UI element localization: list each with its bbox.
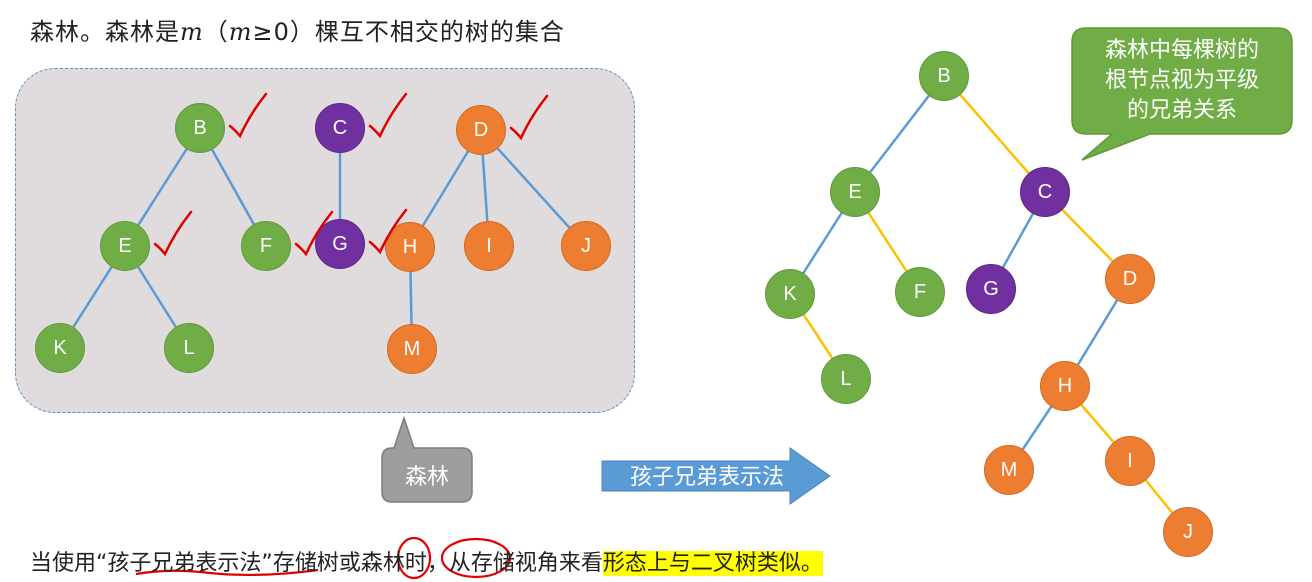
arrow-label: 孩子兄弟表示法 <box>629 465 784 490</box>
bottom-sentence: 当使用“孩子兄弟表示法”存储树或森林时，从存储视角来看形态上与二叉树类似。 <box>30 545 823 577</box>
forest-label: 森林 <box>404 465 449 490</box>
slide-title: 森林。森林是m（m≥0）棵互不相交的树的集合 <box>30 12 565 47</box>
bt-node-d: D <box>1105 254 1155 304</box>
callout-text: 森林中每棵树的 根节点视为平级 的兄弟关系 <box>1072 28 1292 134</box>
bt-node-e: E <box>830 167 880 217</box>
title-prefix: 森林。森林是 <box>30 18 180 46</box>
forest-node-m: M <box>387 324 437 374</box>
callout-line-1: 森林中每棵树的 <box>1104 38 1259 63</box>
forest-label-bubble <box>381 415 473 503</box>
bt-node-j: J <box>1163 507 1213 557</box>
bt-node-g: G <box>966 264 1016 314</box>
title-condition: ≥0 <box>252 18 290 46</box>
title-paren-open: （ <box>203 18 229 46</box>
callout-line-2: 根节点视为平级 <box>1104 68 1259 93</box>
title-suffix: 棵互不相交的树的集合 <box>314 18 565 46</box>
forest-node-j: J <box>561 221 611 271</box>
title-paren-close: ） <box>289 18 315 46</box>
forest-node-e: E <box>100 221 150 271</box>
bt-node-k: K <box>765 269 815 319</box>
forest-node-d: D <box>456 105 506 155</box>
bt-node-c: C <box>1020 167 1070 217</box>
callout-line-3: 的兄弟关系 <box>1126 98 1237 123</box>
bottom-part-1: 当使用“ <box>30 551 108 576</box>
bt-node-l: L <box>821 354 871 404</box>
title-m2: m <box>228 18 253 46</box>
forest-node-f: F <box>241 221 291 271</box>
forest-node-b: B <box>175 103 225 153</box>
forest-node-k: K <box>35 323 85 373</box>
bt-node-b: B <box>919 51 969 101</box>
transform-arrow <box>601 447 831 505</box>
title-m1: m <box>180 18 204 46</box>
bt-node-m: M <box>984 445 1034 495</box>
bottom-highlight: 形态上与二叉树类似。 <box>602 551 823 576</box>
bt-node-h: H <box>1040 361 1090 411</box>
bt-node-f: F <box>895 267 945 317</box>
forest-node-h: H <box>385 222 435 272</box>
forest-node-g: G <box>315 219 365 269</box>
forest-node-l: L <box>164 323 214 373</box>
forest-node-i: I <box>464 221 514 271</box>
bt-node-i: I <box>1105 436 1155 486</box>
forest-node-c: C <box>315 103 365 153</box>
bottom-part-3: ”存储树或森林时，从存储视角来看 <box>261 551 603 576</box>
callout-bubble <box>1071 27 1293 161</box>
bottom-part-2: 孩子兄弟表示法 <box>107 551 262 576</box>
